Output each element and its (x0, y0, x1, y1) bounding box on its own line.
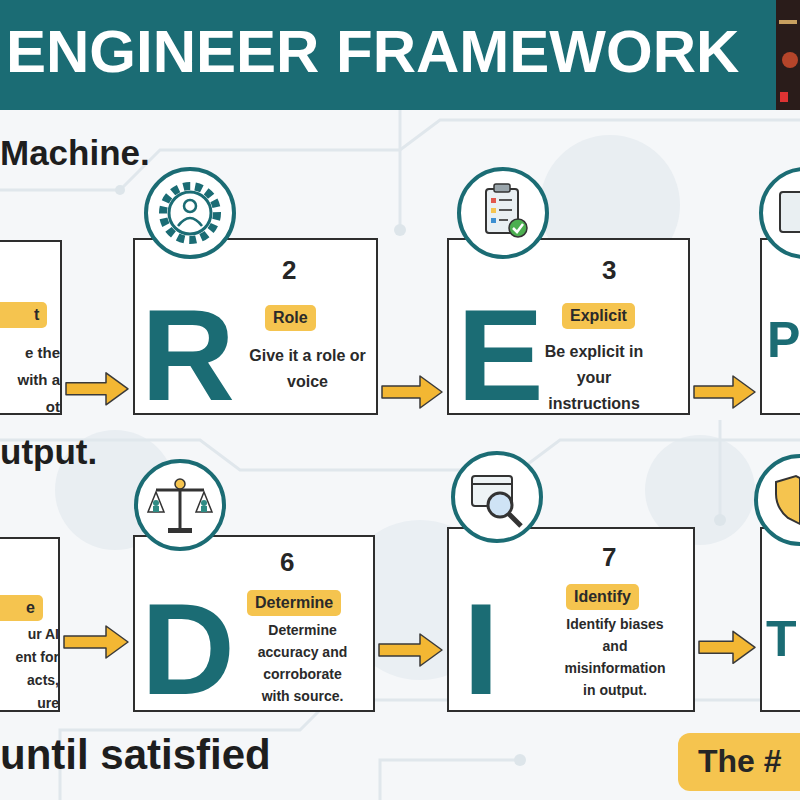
step-name-tag: Role (265, 305, 316, 331)
scale-pivot (175, 479, 185, 489)
gear-ring (169, 192, 211, 234)
title-text: ENGINEER FRAMEWORK (6, 22, 739, 82)
document-icon (780, 192, 800, 232)
flow-arrow (379, 634, 442, 666)
gear-teeth (163, 186, 217, 240)
step-box: eur AI ent for acts, ure (0, 537, 60, 712)
step-name-tag: t (0, 302, 47, 328)
circuit-trace (0, 440, 800, 470)
step-box: 2RoleGive it a role or voiceR (133, 238, 378, 415)
book-logo (780, 92, 788, 102)
checklist-mark (491, 218, 496, 223)
clipboard-clip (494, 184, 510, 192)
section-heading: utput. (0, 434, 97, 471)
circuit-pad (714, 514, 726, 526)
magnifier-handle (509, 514, 521, 526)
magnifier-lens (488, 493, 512, 517)
scale-stand (179, 484, 182, 530)
person-head (184, 200, 196, 212)
flow-arrow (382, 376, 442, 408)
step-box: te the with a ot (0, 240, 62, 415)
scale-pan (196, 492, 212, 512)
step-name-tag: Explicit (562, 303, 635, 329)
circuit-trace (719, 420, 722, 520)
check-mark (513, 224, 523, 232)
circuit-pad (394, 224, 406, 236)
acronym-letter: D (141, 584, 235, 714)
acronym-letter: P (767, 315, 800, 365)
step-box: 6DetermineDetermine accuracy and corrobo… (133, 535, 375, 712)
book-stripe (779, 20, 797, 24)
step-description: e the with a ot (4, 339, 60, 420)
title-band: ENGINEER FRAMEWORK (0, 0, 800, 110)
step-box: T (760, 527, 800, 712)
step-number: 2 (282, 257, 296, 283)
scale-pan (148, 492, 164, 512)
step-description: ur AI ent for acts, ure (7, 623, 59, 715)
checklist-line (499, 199, 512, 201)
window-bar (472, 483, 512, 485)
figure-head (153, 500, 159, 506)
figure-head (201, 500, 207, 506)
step-number: 3 (602, 257, 616, 283)
person-body (178, 218, 202, 226)
check-badge (509, 219, 527, 237)
flow-arrow (694, 376, 755, 408)
step-description: Identify biases and misinformation in ou… (559, 613, 671, 701)
section-heading: Machine. (0, 135, 150, 172)
step-name-tag: Identify (566, 584, 639, 610)
step-name-tag: Determine (247, 590, 341, 616)
figure-body (201, 506, 207, 512)
badge-text: The # (698, 745, 782, 779)
step-description: Give it a role or voice (245, 343, 370, 395)
book-graphic (782, 52, 798, 68)
step-box: 7IdentifyIdentify biases and misinformat… (447, 527, 695, 712)
window-icon (472, 476, 512, 506)
acronym-letter: E (457, 290, 544, 420)
circuit-trace (380, 760, 520, 800)
flow-arrow (64, 626, 128, 658)
checklist-mark (491, 198, 496, 203)
clipboard (486, 189, 518, 233)
acronym-letter: R (141, 290, 235, 420)
shield-icon (776, 476, 800, 524)
checklist-line (499, 219, 508, 221)
step-number: 7 (602, 544, 616, 570)
circuit-pad (115, 185, 125, 195)
checklist-mark (491, 208, 496, 213)
scale-beam (156, 489, 204, 492)
scale-base (168, 528, 192, 533)
flow-arrow (699, 631, 755, 663)
step-box: P (760, 238, 800, 415)
book-cover (776, 0, 800, 110)
step-description: Determine accuracy and corroborate with … (250, 619, 355, 707)
step-box: 3Explicit Be explicit in your instruction… (447, 238, 690, 415)
acronym-letter: I (463, 584, 499, 714)
step-name-tag: e (0, 595, 43, 621)
circuit-trace (399, 110, 402, 230)
footer-text: until satisfied (0, 733, 271, 777)
figure-body (153, 506, 159, 512)
step-description: Be explicit in your instructions (529, 339, 659, 417)
circuit-pad (514, 754, 526, 766)
acronym-letter: T (766, 614, 797, 664)
step-number: 6 (280, 549, 294, 575)
flow-arrow (66, 373, 128, 405)
checklist-line (499, 209, 512, 211)
hashtag-badge: The # (678, 733, 800, 791)
